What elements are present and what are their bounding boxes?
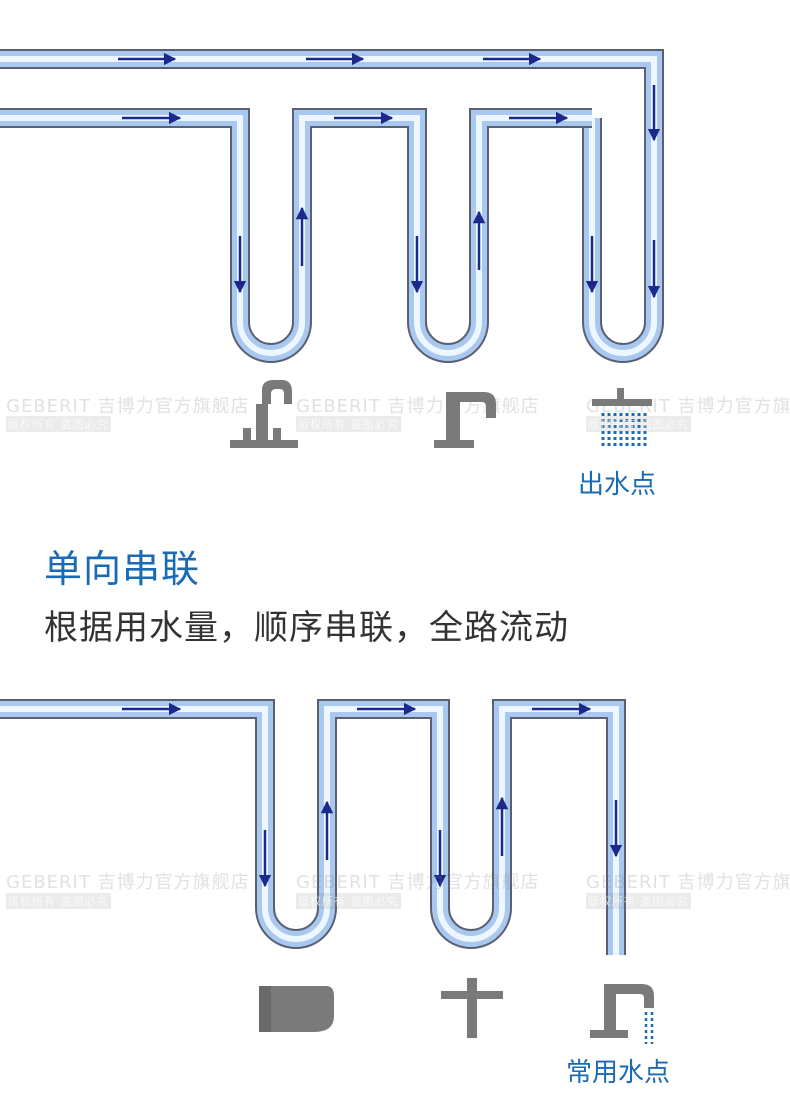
watermark-brand: GEBERIT 吉博力官方旗舰店 bbox=[6, 396, 250, 417]
section-heading: 单向串联 bbox=[44, 547, 201, 591]
basin-faucet-icon bbox=[230, 380, 298, 448]
shower-head-icon bbox=[592, 388, 652, 446]
top-serpentine-pipe bbox=[0, 108, 592, 363]
watermark-brand: GEBERIT 吉博力官方旗舰店 bbox=[296, 872, 540, 893]
watermark-brand: GEBERIT 吉博力官方旗舰店 bbox=[6, 872, 250, 893]
watermark-rights: 版权所有 盗图必究 bbox=[6, 416, 111, 432]
watermark-rights: 版权所有 盗图必究 bbox=[296, 893, 401, 909]
spout-tap-icon bbox=[590, 984, 654, 1044]
top-outer-pipe bbox=[0, 49, 664, 363]
cross-tap-icon bbox=[441, 978, 503, 1038]
top-pipe-network bbox=[0, 49, 664, 363]
watermark-brand: GEBERIT 吉博力官方旗舰店 bbox=[586, 872, 790, 893]
section-description: 根据用水量，顺序串联，全路流动 bbox=[44, 608, 569, 648]
bottom-pipe-network bbox=[0, 699, 626, 955]
watermark-rights: 版权所有 盗图必究 bbox=[586, 893, 691, 909]
wall-hung-toilet-icon bbox=[259, 986, 334, 1032]
watermark-rights: 版权所有 盗图必究 bbox=[6, 893, 111, 909]
bottom-serpentine-pipe bbox=[0, 699, 626, 955]
common-outlet-label: 常用水点 bbox=[566, 1058, 671, 1088]
top-flow-arrows bbox=[118, 52, 661, 299]
bottom-flow-arrows bbox=[122, 702, 623, 888]
tap-icon bbox=[434, 392, 496, 448]
watermark-rights: 版权所有 盗图必究 bbox=[296, 416, 401, 432]
watermark-brand: GEBERIT 吉博力官方旗舰店 bbox=[296, 396, 540, 417]
outlet-label: 出水点 bbox=[578, 470, 657, 500]
watermark-rights: 版权所有 盗图必究 bbox=[586, 416, 691, 432]
watermark-brand: GEBERIT 吉博力官方旗舰店 bbox=[586, 396, 790, 417]
